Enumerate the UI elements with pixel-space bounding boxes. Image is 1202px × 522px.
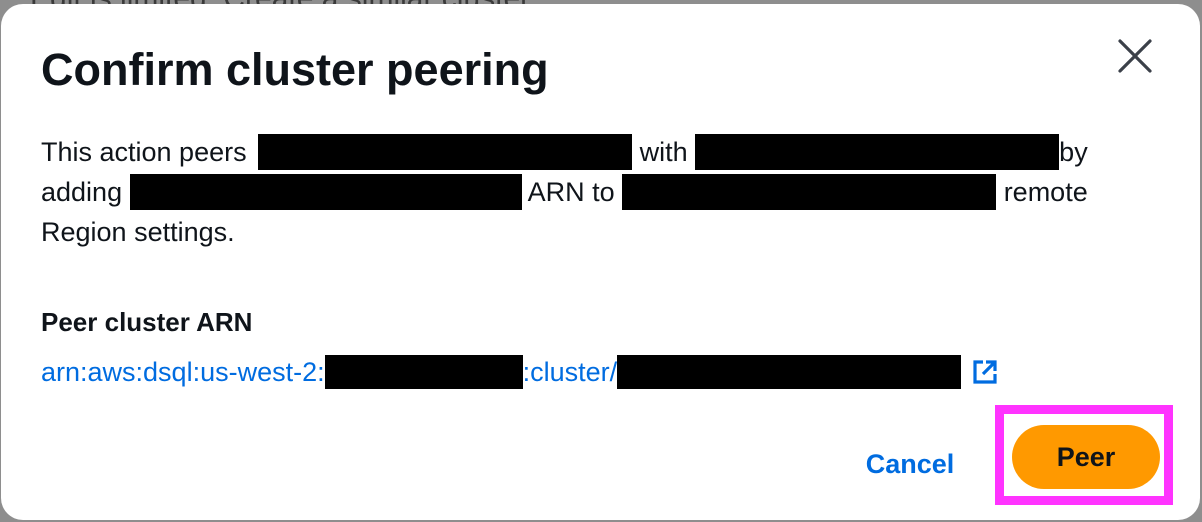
redacted-peer-cluster bbox=[695, 134, 1060, 170]
description-text: remote bbox=[1003, 177, 1088, 207]
description-text: with bbox=[639, 137, 688, 167]
dialog-title: Confirm cluster peering bbox=[41, 44, 549, 95]
peer-button[interactable]: Peer bbox=[1012, 425, 1160, 489]
close-icon bbox=[1117, 38, 1153, 79]
arn-prefix: arn:aws:dsql:us-west-2: bbox=[41, 357, 325, 387]
dialog-description: This action peers with by adding ARN to … bbox=[41, 132, 1141, 252]
redacted-target-cluster bbox=[622, 174, 997, 210]
cancel-button[interactable]: Cancel bbox=[857, 442, 963, 486]
external-link-icon bbox=[971, 357, 999, 397]
redacted-cluster-name bbox=[129, 174, 522, 210]
description-text: adding bbox=[41, 177, 123, 207]
close-button[interactable] bbox=[1113, 36, 1157, 80]
redacted-source-cluster bbox=[258, 134, 633, 170]
peer-cluster-arn-label: Peer cluster ARN bbox=[41, 307, 253, 337]
highlight-box bbox=[995, 405, 1173, 505]
description-text: ARN to bbox=[527, 177, 615, 207]
redacted-cluster-id bbox=[617, 355, 962, 389]
redacted-account-id bbox=[324, 355, 523, 389]
peer-cluster-arn-link[interactable]: arn:aws:dsql:us-west-2: :cluster/ bbox=[41, 352, 999, 397]
description-text: This action peers bbox=[41, 137, 247, 167]
description-text: Region settings. bbox=[41, 217, 235, 247]
description-text: by bbox=[1059, 137, 1088, 167]
arn-middle: :cluster/ bbox=[522, 357, 618, 387]
